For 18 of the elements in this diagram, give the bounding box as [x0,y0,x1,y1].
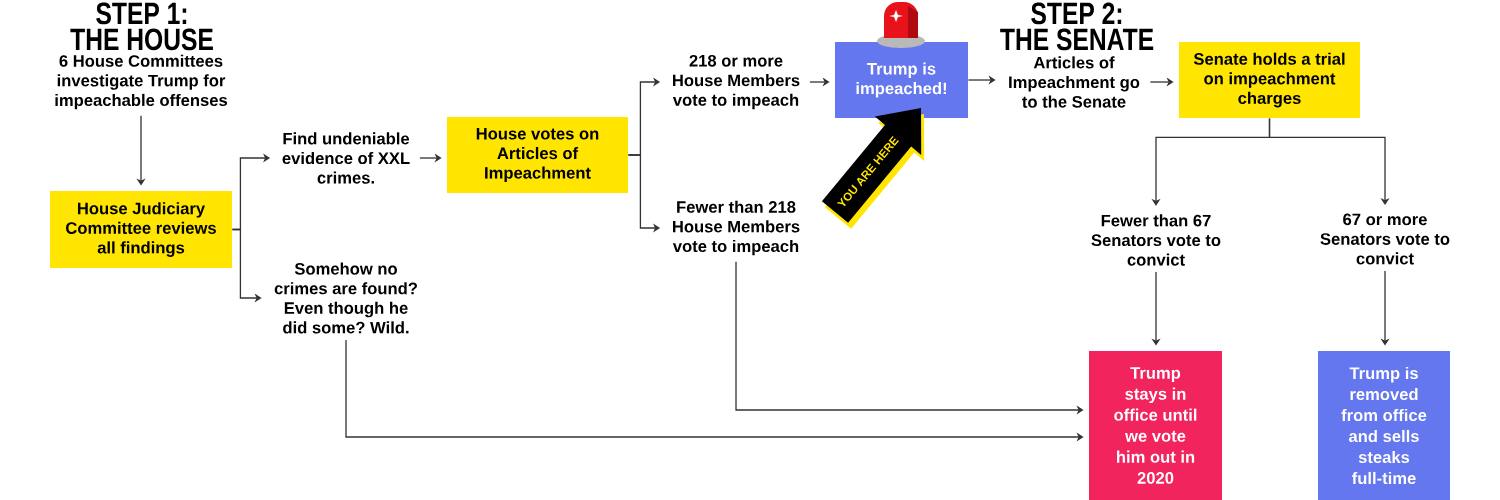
step-text: 6 House Committees investigate Trump for impeachable offenses [55,54,228,110]
step-text: Find undeniable evidence of XXL crimes. [282,132,410,184]
section-heading: THE HOUSE [70,28,213,51]
section-heading: THE SENATE [1000,28,1154,51]
step-text: 218 or more House Members vote to impeach [672,54,800,110]
step-label: STEP 2: [1031,2,1122,25]
outcome-box: Trump stays in office until we vote him out in 2020 [1089,351,1222,500]
outcome-box: Trump is removed from office and sells steaks full-time [1318,351,1450,500]
outcome-box: Trump is impeached! [835,42,968,118]
process-box: House votes on Articles of Impeachment [447,117,628,193]
step-text: Fewer than 67 Senators vote to convict [1091,214,1221,266]
process-box: Senate holds a trial on impeachment charges [1179,42,1360,118]
step-label: STEP 1: [96,2,187,25]
step-text: Somehow no crimes are found? Even though he did some? Wild. [274,262,417,334]
step-text: 67 or more Senators vote to convict [1320,213,1450,265]
process-box: House Judiciary Committee reviews all findings [50,191,232,268]
step-text: Articles of Impeachment go to the Senate [1009,56,1140,108]
step-text: Fewer than 218 House Members vote to impeach [672,200,800,256]
